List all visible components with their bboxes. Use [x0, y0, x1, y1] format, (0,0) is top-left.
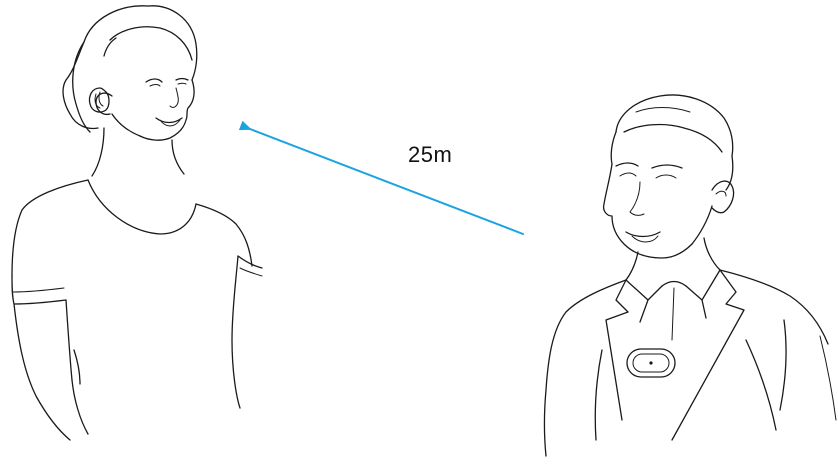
- distance-arrow: [250, 129, 523, 234]
- arrow-line: [250, 129, 523, 234]
- clip-on-microphone-icon: [627, 349, 675, 377]
- distance-label: 25m: [408, 142, 452, 168]
- woman-listener-figure: [12, 6, 262, 440]
- man-speaker-figure: [545, 95, 837, 456]
- in-ear-hearing-device-icon: [89, 88, 109, 112]
